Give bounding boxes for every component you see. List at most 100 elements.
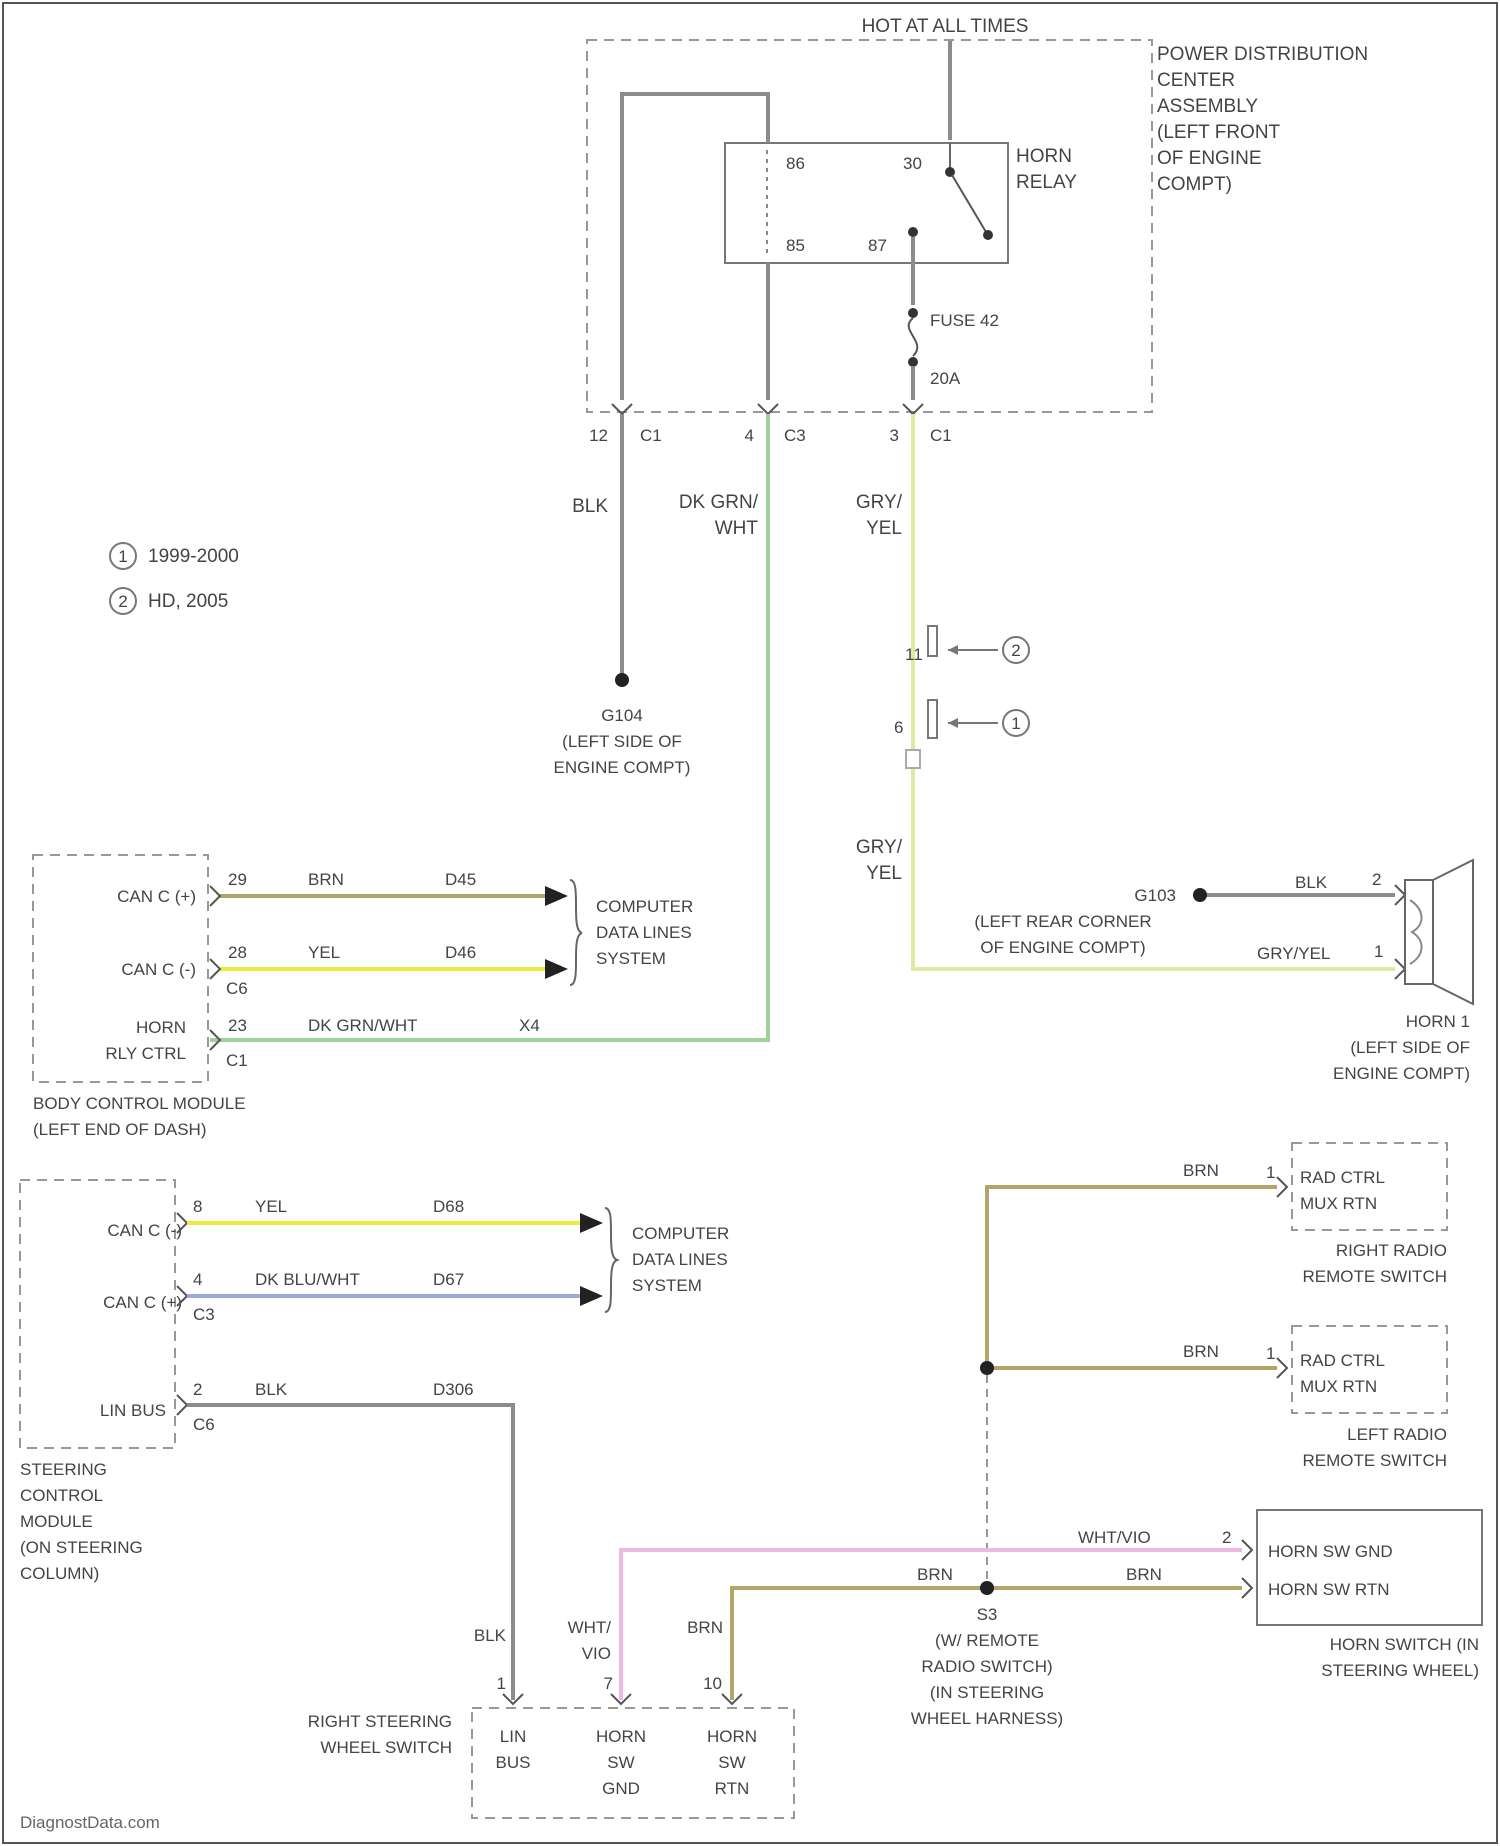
- scm-bus-label: SYSTEM: [632, 1276, 702, 1295]
- pdc-label-line: CENTER: [1157, 70, 1235, 91]
- horn-switch-box: [1257, 1510, 1482, 1625]
- legend-text: 1999-2000: [148, 546, 239, 567]
- scm-connector: C6: [193, 1415, 215, 1434]
- splice-s3-desc: (W/ REMOTE: [935, 1631, 1039, 1650]
- splice-s3-id: S3: [977, 1605, 998, 1624]
- rsws-wire-blk: BLK: [474, 1626, 507, 1645]
- legend: 1 1999-2000 2 HD, 2005: [110, 543, 239, 614]
- rsws-col-label: BUS: [496, 1753, 531, 1772]
- wire-label-gryyel: YEL: [866, 518, 902, 539]
- splice-s3-desc: RADIO SWITCH): [921, 1657, 1052, 1676]
- pdc-label-line: (LEFT FRONT: [1157, 122, 1281, 143]
- connector-symbol: [210, 886, 220, 906]
- right-radio-wire-label: BRN: [1183, 1161, 1219, 1180]
- pdc-label-line: OF ENGINE: [1157, 148, 1262, 169]
- connector-symbol: [177, 1395, 187, 1415]
- scm-name: (ON STEERING: [20, 1538, 143, 1557]
- connector-symbol: [1277, 1177, 1287, 1197]
- config-marker-num: 1: [1011, 714, 1020, 733]
- ground-g104-desc: (LEFT SIDE OF: [562, 732, 682, 751]
- horn-switch-wire-bottom: BRN: [1126, 1565, 1162, 1584]
- splice-dot: [980, 1361, 994, 1375]
- inline-connector: [928, 700, 937, 738]
- wire-label-dkgrn: WHT: [715, 518, 759, 539]
- horn-pin-top: 2: [1372, 870, 1381, 889]
- horn-switch-name: HORN SWITCH (IN: [1330, 1635, 1479, 1654]
- relay-pin-86: 86: [786, 154, 805, 173]
- fuse-rating: 20A: [930, 369, 961, 388]
- scm-wire-color: DK BLU/WHT: [255, 1270, 360, 1289]
- relay-contact-dot: [945, 167, 955, 177]
- inline-pin: 11: [905, 645, 923, 664]
- scm-pin-number: 2: [193, 1380, 202, 1399]
- bcm-wire-color: YEL: [308, 943, 340, 962]
- bcm-connector: C6: [226, 979, 248, 998]
- bcm-name: (LEFT END OF DASH): [33, 1120, 206, 1139]
- right-radio-name: RIGHT RADIO: [1336, 1241, 1447, 1260]
- pdc-conn: C1: [640, 426, 662, 445]
- marker-arrow: [948, 718, 958, 728]
- rsws-col-label: HORN: [707, 1727, 757, 1746]
- scm-wire-color: BLK: [255, 1380, 288, 1399]
- scm-name: COLUMN): [20, 1564, 99, 1583]
- relay-switch-arm: [952, 175, 986, 232]
- pdc-label-line: COMPT): [1157, 174, 1232, 195]
- scm-bus-label: DATA LINES: [632, 1250, 728, 1269]
- rsws-col-label: SW: [607, 1753, 634, 1772]
- ground-g104-symbol: [615, 673, 629, 687]
- scm-pin-label: CAN C (+): [103, 1293, 182, 1312]
- horn-name: (LEFT SIDE OF: [1350, 1038, 1470, 1057]
- watermark: DiagnostData.com: [20, 1813, 160, 1832]
- bcm-circuit: D46: [445, 943, 476, 962]
- rsws-pin: 7: [604, 1674, 613, 1693]
- scm-name: CONTROL: [20, 1486, 103, 1505]
- bcm-wire-color: BRN: [308, 870, 344, 889]
- connector-symbol: [1395, 959, 1405, 979]
- connector-symbol: [1395, 885, 1405, 905]
- horn-wire-bottom: GRY/YEL: [1257, 944, 1330, 963]
- rsws-pin: 10: [703, 1674, 722, 1693]
- pdc-label-line: ASSEMBLY: [1157, 96, 1258, 117]
- horn-switch-pin-top: 2: [1222, 1528, 1231, 1547]
- splice-s3-desc: (IN STEERING: [930, 1683, 1044, 1702]
- pdc-conn: C3: [784, 426, 806, 445]
- left-radio-pin: 1: [1266, 1344, 1275, 1363]
- relay-contact-dot: [908, 227, 918, 237]
- pdc-conn: C1: [930, 426, 952, 445]
- left-radio-name: LEFT RADIO: [1347, 1425, 1447, 1444]
- relay-86-wire: [622, 94, 768, 400]
- horn-switch-box-label: HORN SW RTN: [1268, 1580, 1390, 1599]
- relay-label-line: RELAY: [1016, 172, 1077, 193]
- scm-bus-brace: [605, 1208, 617, 1312]
- horn-wire-top: BLK: [1295, 873, 1328, 892]
- inline-connector-body: [906, 750, 920, 768]
- wire-label-gryyel: YEL: [866, 863, 902, 884]
- connector-symbol: [210, 959, 220, 979]
- rsws-col-label: RTN: [715, 1779, 750, 1798]
- horn-name: HORN 1: [1406, 1012, 1470, 1031]
- scm-connector: C3: [193, 1305, 215, 1324]
- rsws-name: RIGHT STEERING: [308, 1712, 452, 1731]
- horn-coil: [1410, 900, 1422, 964]
- fuse-terminal: [908, 357, 918, 367]
- ground-g103-desc: (LEFT REAR CORNER: [974, 912, 1151, 931]
- rsws-col-label: HORN: [596, 1727, 646, 1746]
- splice-s3-desc: WHEEL HARNESS): [911, 1709, 1063, 1728]
- horn-switch-box-label: HORN SW GND: [1268, 1542, 1393, 1561]
- wire-label-blk: BLK: [572, 496, 608, 517]
- right-radio-box-label: MUX RTN: [1300, 1194, 1377, 1213]
- legend-marker-num: 2: [118, 592, 127, 611]
- bcm-bus-brace: [570, 880, 582, 985]
- bcm-pin-label: RLY CTRL: [105, 1044, 186, 1063]
- ground-g103-symbol: [1193, 888, 1207, 902]
- rsws-wire-brn: BRN: [687, 1618, 723, 1637]
- ground-g104-id: G104: [601, 706, 643, 725]
- horn-switch-wire-left: BRN: [917, 1565, 953, 1584]
- ground-g103-id: G103: [1134, 886, 1176, 905]
- bcm-circuit: D45: [445, 870, 476, 889]
- rsws-col-label: LIN: [500, 1727, 526, 1746]
- splice-s3-dot: [980, 1581, 994, 1595]
- right-radio-box-label: RAD CTRL: [1300, 1168, 1385, 1187]
